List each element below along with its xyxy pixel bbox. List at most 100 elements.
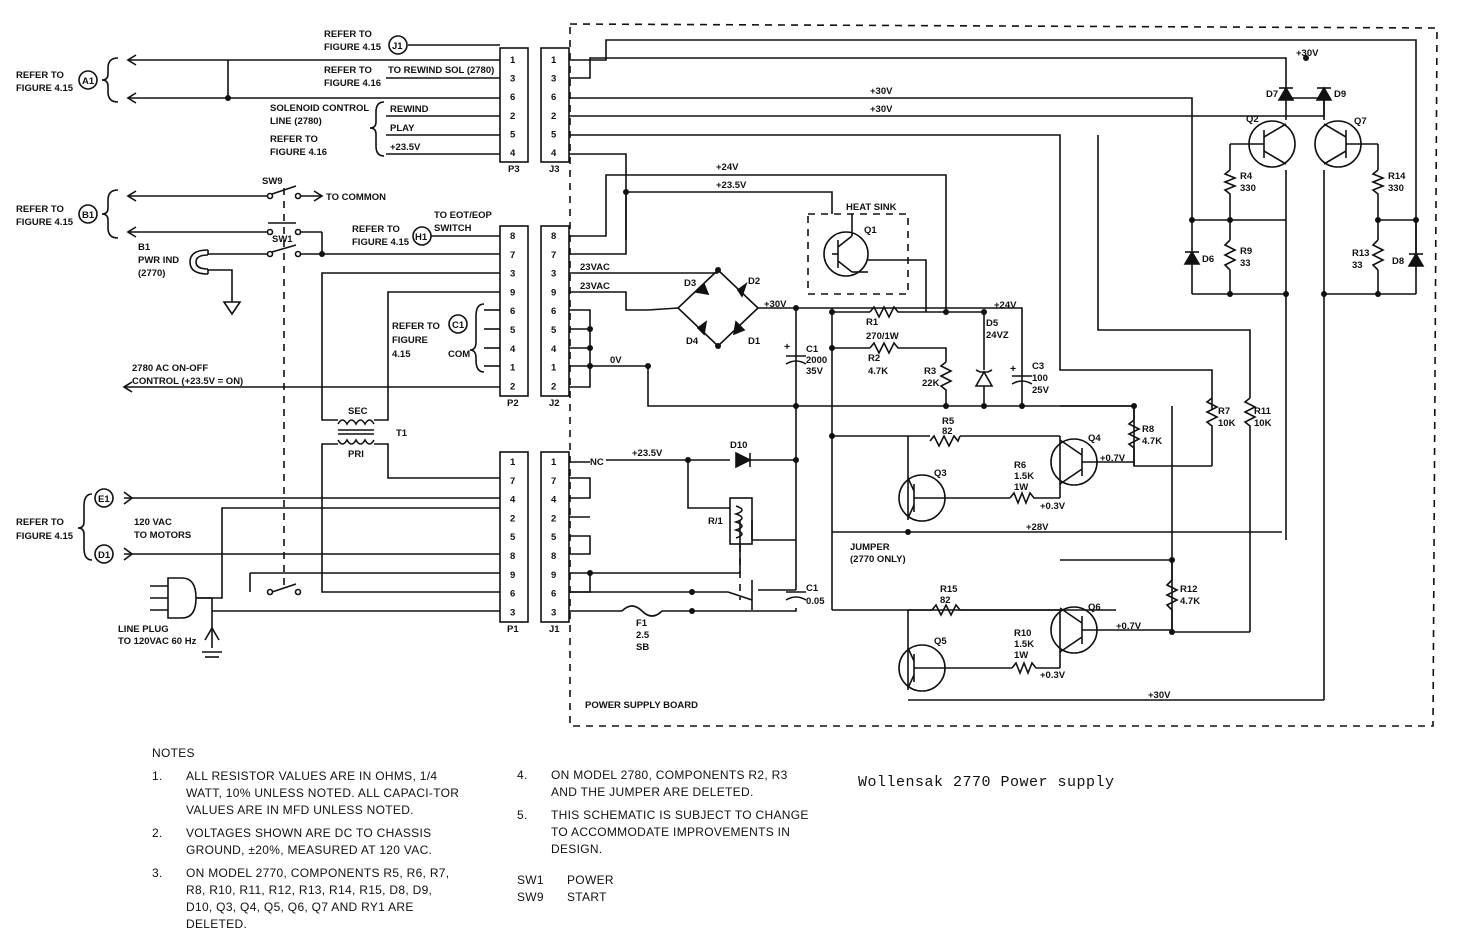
- svg-text:+30V: +30V: [1296, 48, 1319, 59]
- svg-text:J2: J2: [549, 398, 560, 409]
- svg-text:D7: D7: [1266, 89, 1278, 100]
- svg-text:Q4: Q4: [1088, 433, 1101, 444]
- svg-text:TO MOTORS: TO MOTORS: [134, 530, 191, 541]
- svg-text:+30V: +30V: [870, 86, 893, 97]
- connector-pin-j1-2: 2: [551, 513, 556, 524]
- note-item: 3. ON MODEL 2770, COMPONENTS R5, R6, R7,…: [152, 866, 450, 931]
- connector-pin-p2-2: 2: [510, 381, 515, 392]
- connector-pin-j2-4: 4: [551, 344, 557, 355]
- svg-text:2.5: 2.5: [636, 630, 650, 641]
- connector-p1: P1: [499, 451, 529, 635]
- svg-text:C1: C1: [806, 344, 819, 355]
- svg-text:SEC: SEC: [348, 406, 368, 417]
- diode-d7: D7: [1266, 86, 1295, 101]
- connector-pin-j2-1: 1: [551, 363, 557, 374]
- svg-text:100: 100: [1032, 373, 1048, 384]
- connector-p2: P2: [499, 225, 529, 409]
- svg-text:FIGURE 4.15: FIGURE 4.15: [16, 217, 74, 228]
- svg-text:CONTROL (+23.5V = ON): CONTROL (+23.5V = ON): [132, 376, 243, 387]
- svg-text:REFER TO: REFER TO: [270, 134, 318, 145]
- svg-text:4.7K: 4.7K: [1180, 596, 1200, 607]
- connector-pin-j3-3: 3: [551, 74, 556, 85]
- svg-text:FIGURE 4.16: FIGURE 4.16: [270, 147, 327, 158]
- transistor-q1: HEAT SINK Q1: [807, 202, 909, 295]
- svg-text:P3: P3: [508, 164, 520, 175]
- svg-text:J1: J1: [549, 624, 560, 635]
- svg-text:R14: R14: [1388, 171, 1406, 182]
- connector-pin-j3-5: 5: [551, 129, 557, 140]
- svg-text:D5: D5: [986, 318, 999, 329]
- svg-text:R1: R1: [866, 317, 879, 328]
- svg-text:P2: P2: [507, 398, 519, 409]
- connector-pin-j2-3: 3: [551, 269, 556, 280]
- transistor-q2: Q2: [1229, 114, 1296, 168]
- svg-text:+23.5V: +23.5V: [632, 448, 663, 459]
- svg-text:D2: D2: [748, 276, 760, 287]
- svg-text:D3: D3: [684, 278, 696, 289]
- svg-text:SB: SB: [636, 642, 649, 653]
- svg-text:+23.5V: +23.5V: [716, 180, 747, 191]
- connector-j3: J3: [540, 47, 570, 175]
- transistor-q5: Q5: [898, 636, 947, 692]
- svg-text:24VZ: 24VZ: [986, 330, 1009, 341]
- svg-text:P1: P1: [507, 624, 519, 635]
- note-item: 5. THIS SCHEMATIC IS SUBJECT TO CHANGE T…: [517, 808, 809, 856]
- connector-pin-j2-5: 5: [551, 325, 557, 336]
- svg-text:JUMPER: JUMPER: [850, 542, 890, 553]
- connector-pin-p2-4: 4: [510, 344, 516, 355]
- svg-text:LINE (2780): LINE (2780): [270, 116, 322, 127]
- connector-pin-j2-6: 6: [551, 306, 556, 317]
- bridge-diodes: D3 D2 D4 D1: [684, 276, 761, 347]
- capacitor-c1: + C1 2000 35V: [784, 341, 827, 377]
- connector-pin-p3-5: 5: [510, 129, 516, 140]
- svg-text:+24V: +24V: [716, 162, 739, 173]
- resistor-r13: R13 33: [1352, 239, 1385, 271]
- ref-b1-switches: REFER TO FIGURE 4.15 B1 SW9 TO COMMON SW…: [16, 176, 500, 590]
- connector-pin-p2-5: 5: [510, 325, 516, 336]
- svg-text:R3: R3: [924, 366, 936, 377]
- svg-text:+0.3V: +0.3V: [1040, 670, 1066, 681]
- resistor-r10: R10 1.5K 1W: [1011, 628, 1038, 676]
- junction-dots: [587, 55, 1419, 635]
- svg-text:+30V: +30V: [1148, 690, 1171, 701]
- svg-text:NC: NC: [590, 457, 604, 468]
- connector-pin-p2-9: 9: [510, 287, 515, 298]
- svg-text:+30V: +30V: [870, 104, 893, 115]
- svg-text:23VAC: 23VAC: [580, 281, 610, 292]
- svg-text:T1: T1: [396, 428, 408, 439]
- svg-text:PWR IND: PWR IND: [138, 255, 179, 266]
- svg-text:22K: 22K: [922, 378, 940, 389]
- diode-d9: D9: [1315, 86, 1346, 101]
- capacitor-c3: + C3 100 25V: [1010, 361, 1050, 396]
- svg-text:TO COMMON: TO COMMON: [326, 192, 386, 203]
- connector-pin-j1-6: 6: [551, 589, 556, 600]
- svg-text:D10: D10: [730, 440, 747, 451]
- notes-right: 4. ON MODEL 2780, COMPONENTS R2, R3 AND …: [517, 767, 821, 906]
- svg-text:PRI: PRI: [348, 449, 364, 460]
- svg-text:1W: 1W: [1014, 482, 1028, 493]
- svg-text:10K: 10K: [1254, 418, 1272, 429]
- relay-ry1: R/1: [708, 497, 753, 545]
- connector-j1: J1: [540, 451, 570, 635]
- svg-text:HEAT SINK: HEAT SINK: [846, 202, 897, 213]
- svg-text:+28V: +28V: [1026, 522, 1049, 533]
- note-item: 1. ALL RESISTOR VALUES ARE IN OHMS, 1/4 …: [152, 769, 460, 817]
- resistor-r12: R12 4.7K: [1165, 579, 1200, 611]
- notes-heading: NOTES: [152, 746, 195, 760]
- ref-j1: REFER TO FIGURE 4.15 J1: [324, 29, 500, 55]
- svg-text:D1: D1: [748, 336, 761, 347]
- svg-text:R4: R4: [1240, 171, 1253, 182]
- svg-text:REFER TO: REFER TO: [392, 321, 440, 332]
- svg-text:FIGURE 4.15: FIGURE 4.15: [16, 83, 74, 94]
- svg-text:R9: R9: [1240, 246, 1252, 257]
- svg-text:REFER TO: REFER TO: [16, 204, 64, 215]
- connector-j2: J2: [540, 225, 570, 409]
- svg-text:REFER TO: REFER TO: [16, 70, 64, 81]
- svg-text:33: 33: [1240, 258, 1251, 269]
- transistor-q7: Q7: [1314, 116, 1379, 168]
- voltage-labels: +30V +30V +30V +24V +23.5V 23VAC 23VAC +…: [580, 48, 1319, 701]
- capacitor-c1-005: C1 0.05: [785, 583, 825, 607]
- connector-pin-p2-8: 8: [510, 231, 515, 242]
- switch-legend-row: SW1 POWER: [517, 873, 614, 887]
